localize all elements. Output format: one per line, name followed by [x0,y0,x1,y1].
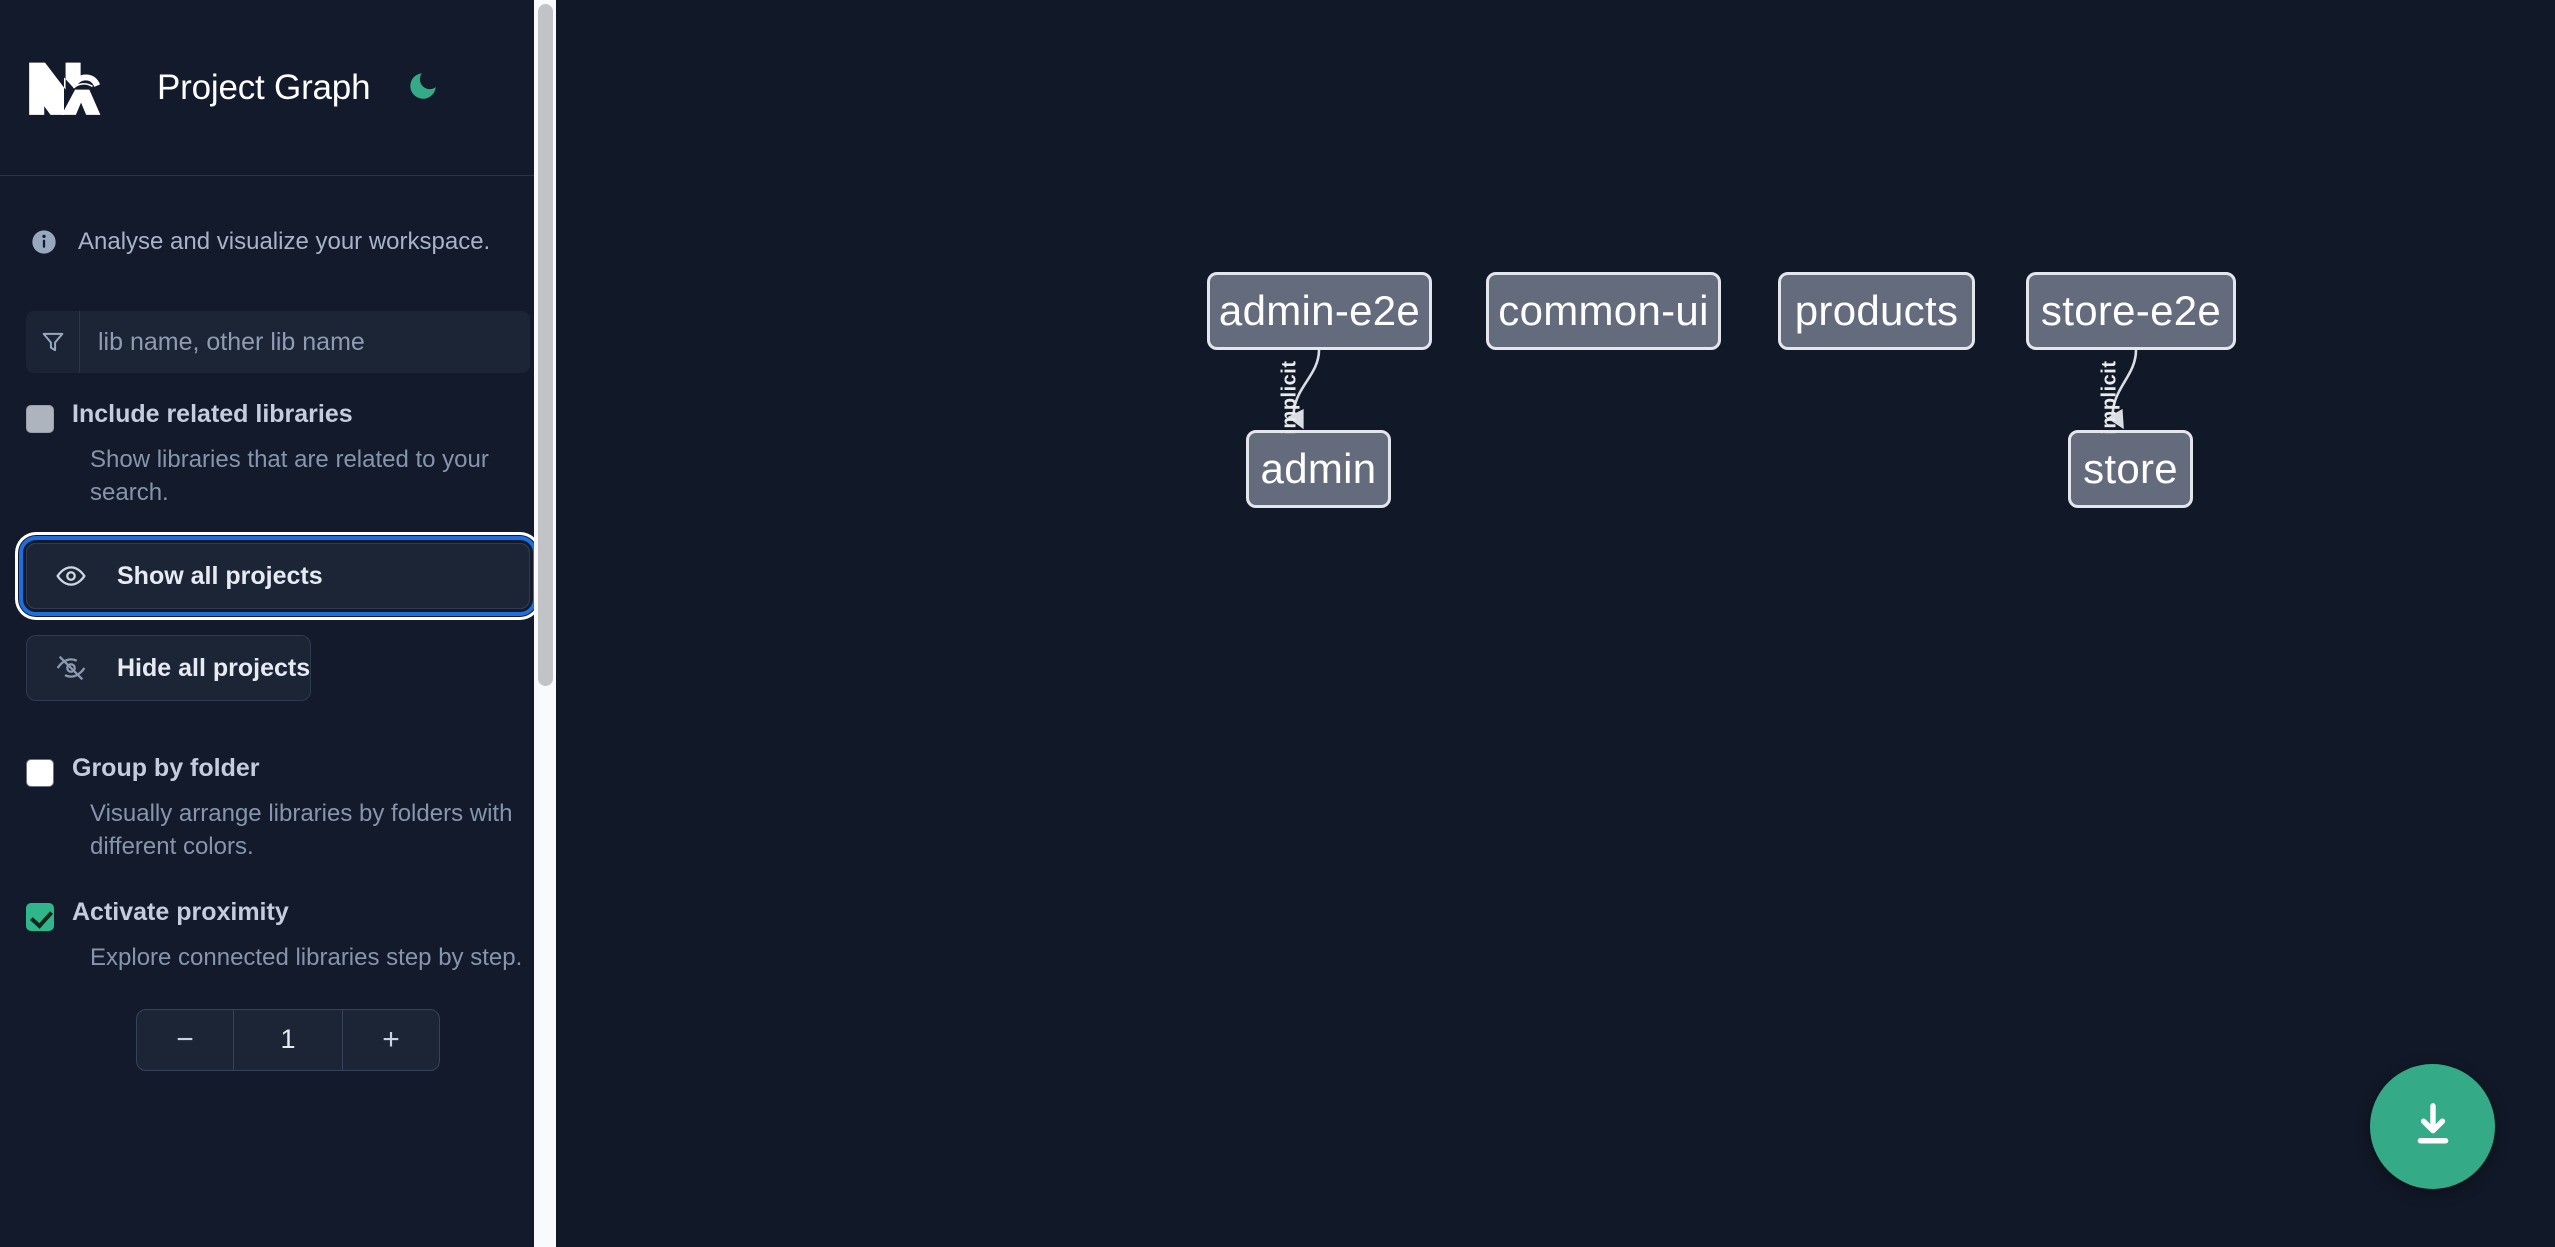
sidebar: Project Graph Analyse and visualize your… [0,0,556,1247]
option-activate-proximity[interactable]: Activate proximity Explore connected lib… [0,898,556,1071]
proximity-stepper: − 1 + [136,1008,440,1071]
eye-icon [55,560,91,592]
graph-node-admin[interactable]: admin [1246,430,1391,508]
proximity-decrement-button[interactable]: − [137,1010,233,1070]
option-group-by-folder[interactable]: Group by folder Visually arrange librari… [0,755,556,863]
sidebar-scrollbar-thumb[interactable] [538,4,553,686]
activate-proximity-description: Explore connected libraries step by step… [90,944,523,972]
show-all-projects-button[interactable]: Show all projects [26,543,530,610]
search-input[interactable] [80,311,530,373]
graph-node-label: products [1794,287,1959,334]
eye-off-icon [55,652,91,684]
info-icon [30,228,58,256]
graph-node-store[interactable]: store [2068,430,2193,508]
group-by-folder-checkbox[interactable] [26,759,54,788]
activate-proximity-checkbox[interactable] [26,903,54,932]
show-all-projects-focus-ring: Show all projects [19,536,537,617]
moon-icon [406,69,440,106]
include-related-libraries-description: Show libraries that are related to your … [90,446,489,507]
edge-admin-e2e-to-admin [1287,349,1321,430]
tagline-text: Analyse and visualize your workspace. [78,228,491,255]
sidebar-scrollbar-track[interactable] [534,0,556,1247]
graph-canvas[interactable]: admin-e2e common-ui products store-e2e a… [556,0,2555,1247]
graph-edges-layer [1287,349,2138,430]
group-by-folder-description: Visually arrange libraries by folders wi… [90,800,513,861]
edge-label-store-implicit: implicit [2098,360,2121,435]
graph-node-label: common-ui [1498,287,1709,334]
graph-node-admin-e2e[interactable]: admin-e2e [1207,272,1432,350]
page-title: Project Graph [157,67,371,107]
filter-field[interactable] [26,311,530,373]
filter-funnel-icon [26,311,80,373]
proximity-value: 1 [233,1009,343,1070]
graph-node-store-e2e[interactable]: store-e2e [2026,272,2236,350]
include-related-libraries-label: Include related libraries [72,400,353,428]
download-icon [2406,1098,2460,1155]
graph-node-label: store-e2e [2040,287,2222,334]
show-all-projects-label: Show all projects [117,561,323,590]
group-by-folder-label: Group by folder [72,754,260,783]
graph-node-label: admin [1260,445,1377,492]
include-related-libraries-checkbox[interactable] [26,405,54,433]
activate-proximity-label: Activate proximity [72,898,289,927]
graph-node-common-ui[interactable]: common-ui [1486,272,1721,350]
sidebar-header: Project Graph [0,0,556,176]
edge-label-admin-implicit: implicit [1278,360,1301,435]
theme-toggle-button[interactable] [400,65,446,111]
download-button[interactable] [2370,1064,2495,1189]
hide-all-projects-label: Hide all projects [117,653,311,682]
graph-node-label: store [2083,445,2178,492]
proximity-increment-button[interactable]: + [343,1010,439,1070]
nx-logo-icon [26,56,121,120]
workspace-tagline: Analyse and visualize your workspace. [0,176,556,256]
edge-store-e2e-to-store [2106,349,2138,430]
option-include-related-libraries[interactable]: Include related libraries Show libraries… [0,400,556,509]
hide-all-projects-button[interactable]: Hide all projects [26,635,312,702]
graph-node-label: admin-e2e [1218,287,1421,334]
graph-node-products[interactable]: products [1778,272,1975,350]
